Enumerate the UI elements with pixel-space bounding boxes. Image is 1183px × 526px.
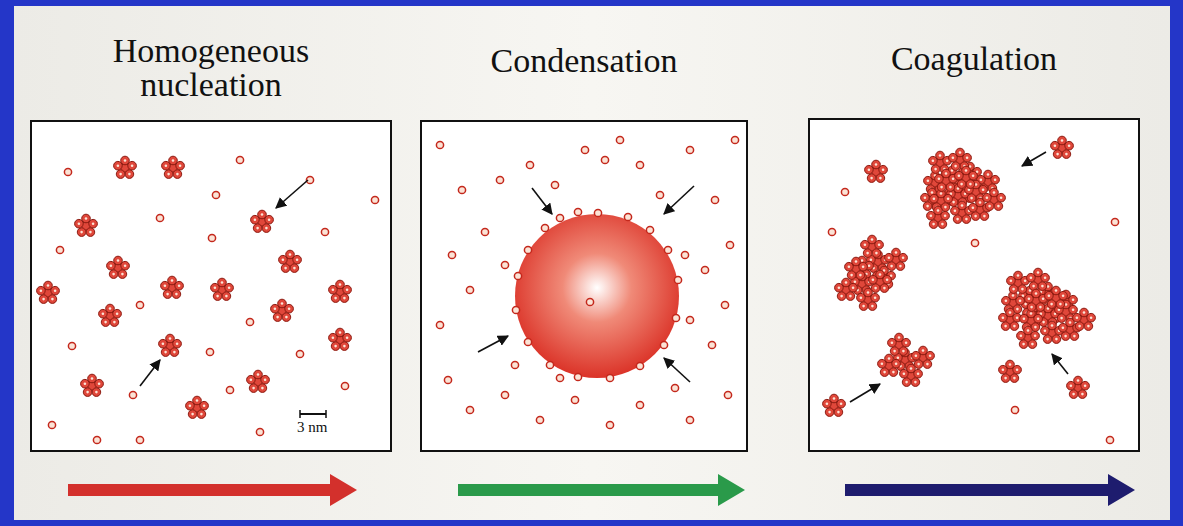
- panel-heading: Homogeneous nucleation: [86, 34, 336, 102]
- process-panel: Coagulation: [808, 118, 1140, 452]
- panel-heading: Coagulation: [814, 42, 1134, 76]
- scale-label: 3 nm: [296, 419, 328, 436]
- process-panel: Homogeneous nucleation: [30, 120, 392, 452]
- process-panel: Condensation: [420, 120, 748, 452]
- panel-heading: Condensation: [424, 44, 744, 78]
